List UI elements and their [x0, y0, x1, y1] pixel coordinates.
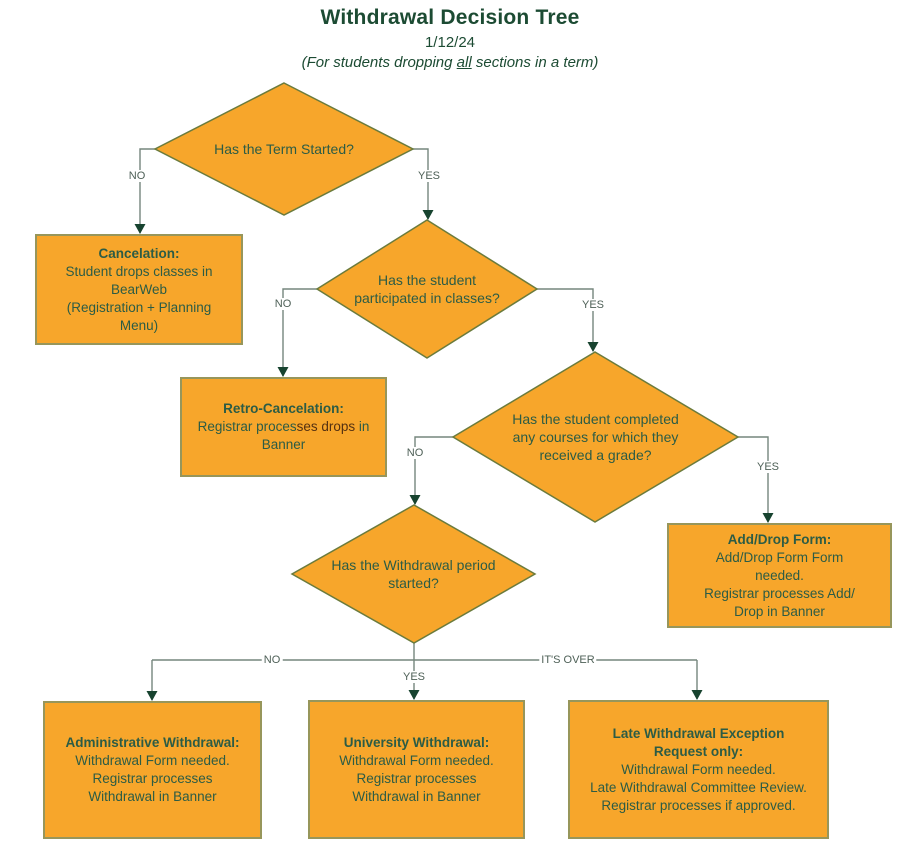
outcome-line: Withdrawal in Banner [352, 788, 481, 804]
edge-label-no-completed: NO [404, 447, 426, 459]
outcome-retro-cancelation: Retro-Cancelation: Registrar processes d… [180, 377, 387, 477]
outcome-line: Student drops classes in [65, 263, 213, 279]
outcome-line: Withdrawal Form needed. [621, 761, 776, 777]
outcome-line: Registrar processes Add/ [704, 585, 855, 601]
outcome-line: Drop in Banner [734, 603, 825, 619]
edge-label-yes-completed: YES [754, 461, 782, 473]
outcome-line-part-dark: ses drops [296, 419, 356, 434]
arrowhead-participated [422, 210, 434, 220]
outcome-line-part: in [355, 419, 370, 434]
arrowhead-late-exception [691, 690, 703, 700]
page-title: Withdrawal Decision Tree [320, 6, 580, 29]
decision-question: Has the student completed [512, 411, 679, 427]
scope-note-suffix: sections in a term) [471, 54, 599, 71]
outcome-title: Administrative Withdrawal: [65, 735, 240, 750]
outcome-line: Add/Drop Form Form [715, 549, 844, 565]
scope-note-emphasis: all [456, 54, 472, 71]
outcome-line: Registrar processes [356, 770, 477, 786]
outcome-line: needed. [755, 567, 804, 583]
decision-question: Has the student [377, 272, 477, 288]
arrowhead-withdrawal-period [409, 495, 421, 505]
outcome-line: Banner [261, 437, 306, 452]
outcome-line: BearWeb [110, 281, 168, 297]
edge-label-yes-term: YES [415, 170, 443, 182]
outcome-title: Cancelation: [98, 245, 180, 261]
decision-participated: Has the student participated in classes? [317, 220, 537, 358]
scope-note-prefix: (For students dropping [301, 54, 457, 71]
edge-label-yes-withdrawal: YES [400, 671, 428, 683]
decision-question: Has the Withdrawal period [331, 557, 496, 573]
outcome-title: Add/Drop Form: [727, 531, 832, 547]
outcome-line: Registrar processes if approved. [601, 797, 796, 813]
arrowhead-administrative [146, 691, 158, 701]
outcome-title: University Withdrawal: [343, 734, 490, 750]
decision-completed-courses: Has the student completed any courses fo… [453, 352, 738, 522]
arrowhead-completed [587, 342, 599, 352]
outcome-title: Retro-Cancelation: [223, 401, 344, 416]
outcome-line-part: Registrar proces [197, 419, 297, 434]
outcome-line: Withdrawal in Banner [88, 789, 217, 804]
date-label: 1/12/24 [424, 34, 476, 51]
outcome-line: Registrar processes [92, 771, 213, 786]
edge-label-no-withdrawal: NO [261, 654, 283, 666]
edge-label-yes-participated: YES [579, 299, 607, 311]
decision-withdrawal-period: Has the Withdrawal period started? [292, 505, 535, 643]
decision-question: Has the Term Started? [214, 141, 354, 157]
scope-note: (For students dropping all sections in a… [0, 54, 900, 71]
outcome-title: Late Withdrawal Exception [612, 725, 785, 741]
arrowhead-university [408, 690, 420, 700]
edge-label-no-term: NO [126, 170, 148, 182]
header: Withdrawal Decision Tree 1/12/24 (For st… [0, 6, 900, 71]
outcome-line: Withdrawal Form needed. [339, 752, 494, 768]
outcome-title: Request only: [653, 743, 744, 759]
outcome-university-withdrawal: University Withdrawal: Withdrawal Form n… [308, 700, 525, 839]
connector-no-term [139, 148, 155, 233]
outcome-line: Withdrawal Form needed. [75, 753, 230, 768]
connector-yes-term [413, 148, 429, 219]
decision-question: participated in classes? [354, 290, 500, 306]
edge-label-its-over: IT'S OVER [539, 654, 597, 666]
outcome-add-drop: Add/Drop Form: Add/Drop Form Form needed… [667, 523, 892, 628]
decision-question: any courses for which they [512, 429, 679, 445]
outcome-line: Registrar processes drops in [198, 418, 370, 436]
arrowhead-adddrop [762, 513, 774, 523]
decision-question: started? [388, 575, 439, 591]
edge-label-no-participated: NO [272, 298, 294, 310]
decision-question: received a grade? [539, 447, 652, 463]
arrowhead-cancelation [134, 224, 146, 234]
outcome-line: Late Withdrawal Committee Review. [590, 779, 807, 795]
connector-yes-completed [738, 436, 769, 522]
outcome-line: Menu) [119, 317, 159, 333]
outcome-late-withdrawal-exception: Late Withdrawal Exception Request only: … [568, 700, 829, 839]
outcome-administrative-withdrawal: Administrative Withdrawal: Withdrawal Fo… [43, 701, 262, 839]
outcome-cancelation: Cancelation: Student drops classes in Be… [35, 234, 243, 345]
arrowhead-retro [277, 367, 289, 377]
decision-term-started: Has the Term Started? [155, 83, 413, 215]
outcome-line: (Registration + Planning [66, 299, 212, 315]
